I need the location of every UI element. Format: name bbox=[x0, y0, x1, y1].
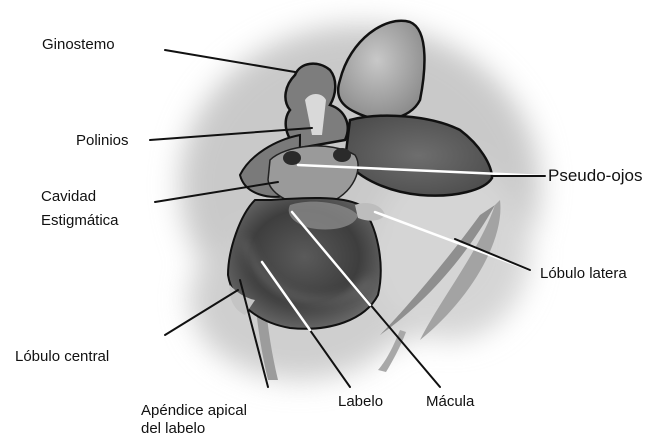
label-pseudo-ojos: Pseudo-ojos bbox=[548, 167, 643, 185]
label-cavidad-line2: Estigmática bbox=[41, 212, 119, 230]
pseudo-eye-left bbox=[283, 151, 301, 165]
label-cavidad-line1: Cavidad bbox=[41, 188, 96, 206]
label-ginostemo: Ginostemo bbox=[42, 36, 115, 54]
label-labelo: Labelo bbox=[338, 393, 383, 411]
pseudo-eye-right bbox=[333, 148, 351, 162]
label-macula: Mácula bbox=[426, 393, 474, 411]
label-lobulo-central: Lóbulo central bbox=[15, 348, 109, 366]
label-apendice-line2: del labelo bbox=[141, 420, 205, 438]
label-polinios: Polinios bbox=[76, 132, 129, 150]
label-lobulo-lateral: Lóbulo latera bbox=[540, 265, 627, 283]
label-apendice-line1: Apéndice apical bbox=[141, 402, 247, 420]
